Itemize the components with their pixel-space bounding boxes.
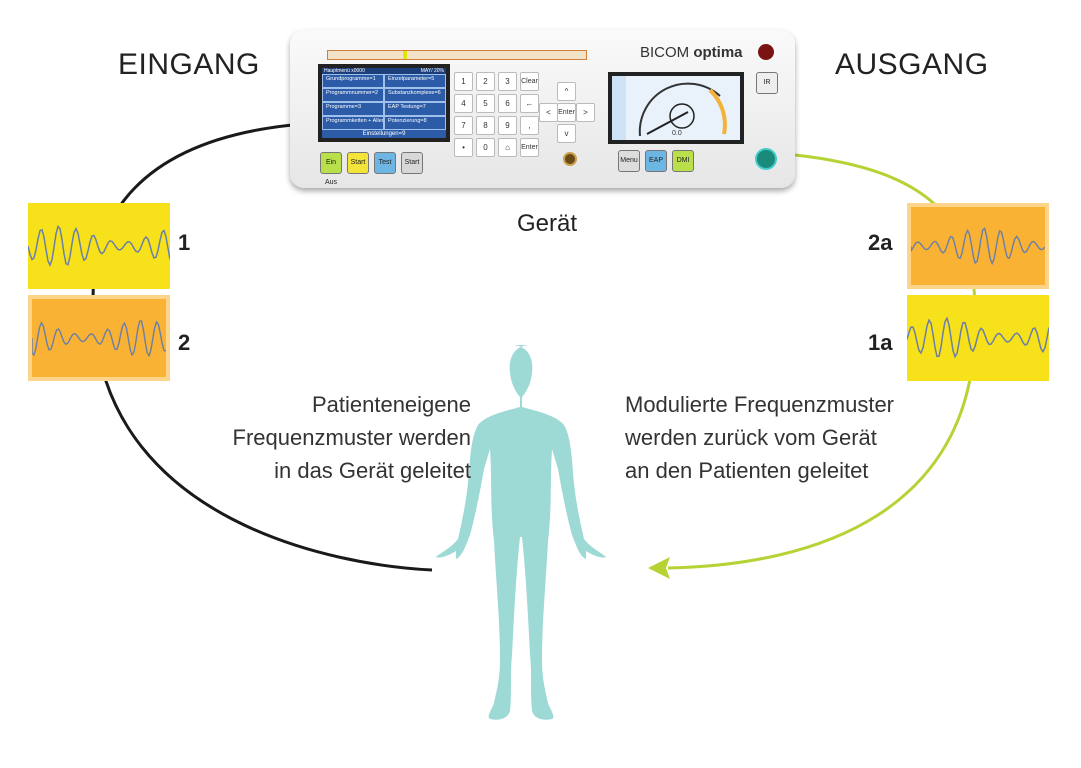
wave-pattern-1	[28, 203, 170, 289]
screen-status: MAY/ 20%	[420, 68, 444, 74]
menu-item: Programmketten + Allergie=4	[322, 116, 384, 130]
key-button[interactable]: 1	[454, 72, 473, 91]
key-button[interactable]: 3	[498, 72, 517, 91]
output-arrow-icon	[648, 557, 670, 579]
wave-pattern-1a	[907, 295, 1049, 381]
main-menu-screen: Hauptmenü x0000 MAY/ 20% Grundprogramme=1…	[318, 64, 450, 142]
frequency-scale	[327, 50, 587, 60]
menu-item: Substanzkomplexe=6	[384, 88, 446, 102]
gauge-icon	[612, 76, 727, 140]
description-line: Patienteneigene	[311, 392, 471, 417]
description-line: werden zurück vom Gerät	[625, 425, 877, 450]
menu-item: EAP Testung=7	[384, 102, 446, 116]
key-button[interactable]: 0	[476, 138, 495, 157]
key-button[interactable]: 2	[476, 72, 495, 91]
key-button[interactable]: 8	[476, 116, 495, 135]
key-button[interactable]: ←	[520, 94, 539, 113]
function-button[interactable]: DMI	[672, 150, 694, 172]
left-button[interactable]: <	[539, 103, 558, 122]
input-title: EINGANG	[118, 48, 260, 81]
output-title: AUSGANG	[835, 48, 989, 81]
menu-item: Einzelparameter=5	[384, 74, 446, 88]
wave-pattern-2a	[907, 203, 1049, 289]
program-button[interactable]: Ein Aus	[320, 152, 342, 186]
menu-item: Programmnummer=2	[322, 88, 384, 102]
enter-nav-button[interactable]: Enter	[557, 103, 576, 122]
key-button[interactable]: 7	[454, 116, 473, 135]
bicom-device: BICOM optima IR Hauptmenü x0000 MAY/ 20% …	[290, 30, 795, 188]
down-button[interactable]: v	[557, 124, 576, 143]
description-line: Frequenzmuster werden	[232, 425, 471, 450]
wave-label: 1	[178, 230, 191, 255]
gauge-value: 0.0	[672, 130, 682, 137]
brand-name: BICOM	[640, 44, 690, 61]
key-button[interactable]: •	[454, 138, 473, 157]
wave-label: 2a	[868, 230, 893, 255]
audio-jack-icon	[563, 152, 577, 166]
device-label: Gerät	[517, 210, 578, 237]
program-button[interactable]: Start	[401, 152, 423, 174]
human-body	[436, 345, 606, 720]
key-button[interactable]: Clear	[520, 72, 539, 91]
key-button[interactable]: ⌂	[498, 138, 517, 157]
menu-item: Programme=3	[322, 102, 384, 116]
key-button[interactable]: Enter	[520, 138, 539, 157]
wave-pattern-2	[28, 295, 170, 381]
key-button[interactable]: 5	[476, 94, 495, 113]
menu-item: Potenzierung=8	[384, 116, 446, 130]
menu-item: Grundprogramme=1	[322, 74, 384, 88]
wave-label: 2	[178, 330, 191, 355]
right-button[interactable]: >	[576, 103, 595, 122]
key-button[interactable]: ,	[520, 116, 539, 135]
key-button[interactable]: 6	[498, 94, 517, 113]
ir-sensor-icon	[758, 44, 774, 60]
up-button[interactable]: ^	[557, 82, 576, 101]
output-description: Modulierte Frequenzmuster werden zurück v…	[625, 388, 894, 487]
screen-footer: Einstellungen=9	[362, 131, 406, 137]
key-button[interactable]: 4	[454, 94, 473, 113]
model-name: optima	[693, 44, 743, 61]
wave-label: 1a	[868, 330, 893, 355]
program-button[interactable]: Test	[374, 152, 396, 174]
ir-button[interactable]: IR	[756, 72, 778, 94]
description-line: Modulierte Frequenzmuster	[625, 392, 895, 417]
program-button[interactable]: Start	[347, 152, 369, 174]
function-button[interactable]: EAP	[645, 150, 667, 172]
gauge-screen: 0.0	[608, 72, 744, 144]
description-line: an den Patienten geleitet	[625, 458, 869, 483]
electrode-socket-icon	[755, 148, 777, 170]
key-button[interactable]: 9	[498, 116, 517, 135]
description-line: in das Gerät geleitet	[274, 458, 471, 483]
function-button[interactable]: Menu	[618, 150, 640, 172]
screen-header: Hauptmenü x0000	[324, 68, 365, 74]
